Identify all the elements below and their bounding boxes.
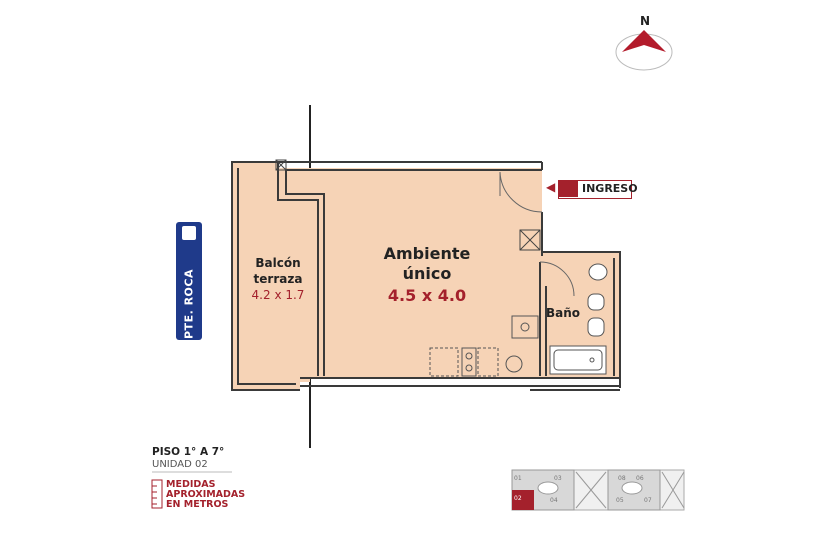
main-room-name-line2: único (402, 264, 452, 283)
entrance-arrow-icon: ◀ (546, 180, 556, 194)
ruler-icon (151, 479, 163, 509)
compass-icon (615, 30, 673, 71)
balcony-name-line1: Balcón (255, 256, 301, 270)
legend-line3: EN METROS (166, 499, 229, 510)
kitchenette (429, 315, 539, 377)
key-icon (558, 180, 578, 197)
balcony-floor (232, 162, 300, 390)
arrow-up-icon (182, 226, 196, 240)
key-plan-highlight (512, 490, 534, 510)
key-unit-07: 07 (644, 497, 652, 504)
floor-range: PISO 1° A 7° (152, 446, 225, 458)
legend-line1: MEDIDAS (166, 479, 216, 490)
unit-number: UNIDAD 02 (152, 459, 208, 470)
bathroom-name: Baño (546, 306, 581, 320)
entrance-door-swing (499, 171, 543, 213)
main-room-dimensions: 4.5 x 4.0 (387, 286, 467, 305)
key-unit-06: 06 (636, 475, 644, 482)
bathroom-door-swing (539, 261, 575, 297)
balcony-dimensions: 4.2 x 1.7 (251, 288, 305, 302)
key-unit-05: 05 (616, 497, 624, 504)
legend-line2: APROXIMADAS (166, 489, 246, 500)
walls (231, 161, 621, 391)
balcony-name-line2: terraza (253, 272, 303, 286)
shaft-icon (275, 159, 541, 251)
main-room-floor (278, 168, 620, 382)
key-unit-02: 02 (514, 495, 522, 502)
compass-label: N (640, 14, 651, 28)
bathroom-fixtures (549, 263, 608, 375)
key-plan: 01 02 03 04 05 06 07 08 (511, 469, 685, 511)
key-unit-04: 04 (550, 497, 558, 504)
street-label: PTE. ROCA (182, 269, 196, 339)
street-sign (176, 222, 202, 340)
entrance-label: INGRESO (582, 182, 638, 195)
key-unit-08: 08 (618, 475, 626, 482)
key-unit-01: 01 (514, 475, 522, 482)
key-unit-03: 03 (554, 475, 562, 482)
main-room-name-line1: Ambiente (383, 244, 471, 263)
